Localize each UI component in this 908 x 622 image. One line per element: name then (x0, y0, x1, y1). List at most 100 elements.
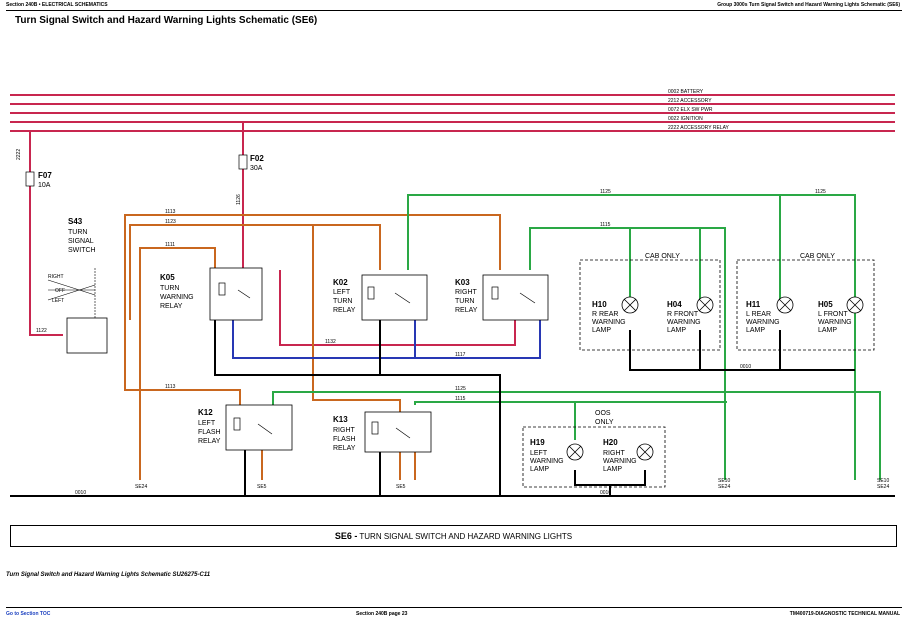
lamp-h10-desc: LAMP (592, 327, 611, 334)
green-wires (272, 194, 881, 480)
oos-only-box (522, 426, 666, 488)
splice-label: SE24 (718, 484, 730, 490)
lamp-h11-name: H11 (746, 300, 761, 309)
lamp-h04-desc: LAMP (667, 327, 686, 334)
splice-label: SE24 (877, 484, 889, 490)
relay-k05-desc: TURN (160, 285, 179, 292)
cab-only-box-2 (736, 259, 875, 351)
footer-divider (6, 607, 902, 608)
banner-text: TURN SIGNAL SWITCH AND HAZARD WARNING LI… (359, 531, 573, 541)
lamp-h04-desc: WARNING (667, 319, 701, 326)
header-divider (6, 10, 902, 11)
lamp-h20-desc: WARNING (603, 458, 637, 465)
wire-label: 1113 (165, 384, 176, 390)
relay-k12-desc: FLASH (198, 429, 221, 436)
fuse-f07-symbol (25, 171, 35, 187)
wire-label: 1125 (815, 189, 826, 195)
lamp-h20-name: H20 (603, 438, 618, 447)
wire-label: 1117 (455, 352, 466, 358)
cab-only-label: CAB ONLY (645, 253, 680, 260)
lamp-h19-desc: LAMP (530, 466, 549, 473)
bus-label: 2222 ACCESSORY RELAY (668, 125, 730, 131)
relay-k03-desc: RIGHT (455, 289, 478, 296)
wire-label: 1115 (455, 396, 466, 402)
fuse-f02-symbol (238, 154, 248, 170)
switch-desc: SWITCH (68, 247, 96, 254)
wire-label: 2222 (16, 149, 22, 160)
lamp-h05-desc: LAMP (818, 327, 837, 334)
relay-k12-desc: RELAY (198, 438, 221, 445)
wire-label: 1125 (600, 189, 611, 195)
lamp-h11-desc: L REAR (746, 311, 771, 318)
relay-k05-name: K05 (160, 273, 175, 282)
f02-circuit (242, 122, 516, 346)
banner-code: SE6 - (334, 531, 358, 541)
wire-label: 1115 (600, 222, 611, 228)
wire-label: 1123 (165, 219, 176, 225)
relay-k12 (225, 404, 293, 451)
relay-k03 (482, 274, 549, 321)
relay-k03-desc: RELAY (455, 307, 478, 314)
switch-position: OFF (55, 288, 65, 294)
wire-label: 1125 (455, 386, 466, 392)
switch-desc: SIGNAL (68, 238, 94, 245)
relay-k03-desc: TURN (455, 298, 474, 305)
bus-label: 2212 ACCESSORY (668, 98, 712, 104)
relay-k12-desc: LEFT (198, 420, 216, 427)
turn-signal-switch (47, 268, 108, 354)
relay-k02-desc: RELAY (333, 307, 356, 314)
blue-wires (232, 320, 541, 359)
wire-label: 0010 (600, 490, 611, 496)
toc-link[interactable]: Go to Section TOC (6, 611, 51, 617)
cab-only-box-1 (579, 259, 721, 351)
wire-label: 0010 (75, 490, 86, 496)
lamp-h05-name: H05 (818, 300, 833, 309)
lamp-h19-desc: LEFT (530, 450, 548, 457)
page-number: Section 240B page 23 (356, 611, 408, 617)
bus-label: 0022 IGNITION (668, 116, 703, 122)
figure-caption: Turn Signal Switch and Hazard Warning Li… (6, 572, 211, 578)
switch-name: S43 (68, 217, 83, 226)
relay-k13 (364, 411, 432, 453)
lamp-h10-name: H10 (592, 300, 607, 309)
splice-label: SE5 (257, 484, 267, 490)
wire-label: 1126 (236, 194, 242, 205)
lamp-h20-desc: RIGHT (603, 450, 626, 457)
fuse-f07-name: F07 (38, 171, 52, 180)
diagram-banner: SE6 - TURN SIGNAL SWITCH AND HAZARD WARN… (10, 525, 897, 547)
lamp-h05-desc: L FRONT (818, 311, 848, 318)
relay-k05-desc: RELAY (160, 303, 183, 310)
relay-k02 (361, 274, 428, 321)
wire-label: 0010 (740, 364, 751, 370)
manual-name: TM400719-DIAGNOSTIC TECHNICAL MANUAL (789, 611, 900, 617)
lamp-h11-desc: LAMP (746, 327, 765, 334)
splice-label: SE5 (396, 484, 406, 490)
lamp-h05-desc: WARNING (818, 319, 852, 326)
oos-only-label: ONLY (595, 419, 614, 426)
switch-position: RIGHT (48, 274, 64, 280)
lamp-h19-desc: WARNING (530, 458, 564, 465)
switch-position: LEFT (52, 298, 64, 304)
relay-k12-name: K12 (198, 408, 213, 417)
wire-label: 1113 (165, 209, 176, 215)
relay-k05-desc: WARNING (160, 294, 194, 301)
wire-label: 1111 (165, 242, 175, 248)
bus-label: 0072 ELX SW PWR (668, 107, 713, 113)
cab-only-label: CAB ONLY (800, 253, 835, 260)
fuse-f02-rating: 30A (250, 165, 263, 172)
bus-label: 0002 BATTERY (668, 89, 704, 95)
splice-label: SE24 (135, 484, 147, 490)
splice-label: SE10 (877, 478, 889, 484)
switch-desc: TURN (68, 229, 87, 236)
fuse-f07-rating: 10A (38, 182, 51, 189)
wire-label: 1132 (325, 339, 336, 345)
relay-k13-desc: FLASH (333, 436, 356, 443)
f07-circuit (29, 131, 63, 336)
relay-k05 (209, 267, 263, 321)
lamp-h20-desc: LAMP (603, 466, 622, 473)
page-title: Turn Signal Switch and Hazard Warning Li… (15, 15, 318, 26)
relay-k03-name: K03 (455, 278, 470, 287)
relay-k02-desc: TURN (333, 298, 352, 305)
fuse-f02-name: F02 (250, 154, 264, 163)
